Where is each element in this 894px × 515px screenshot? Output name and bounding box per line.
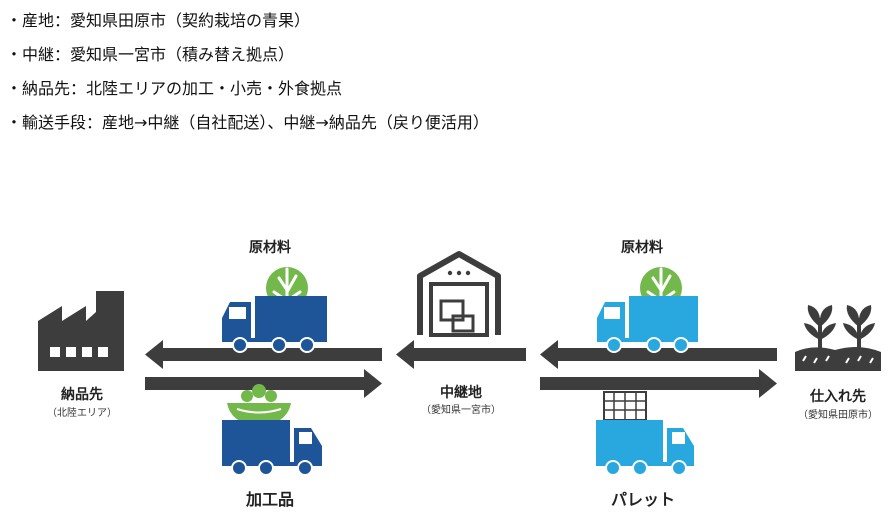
arrow-from-destination [145, 369, 382, 398]
bullet-destination: ・納品先：北陸エリアの加工・小売・外食拠点 [6, 79, 343, 98]
cargo-label-right-bottom: パレット [611, 490, 675, 509]
cargo-label-left-top: 原材料 [249, 239, 291, 256]
pallet-cage-icon [599, 384, 651, 421]
truck-pallet-right-icon [596, 420, 694, 476]
destination-label: 納品先 [61, 386, 103, 403]
cargo-label-right-top: 原材料 [621, 239, 663, 256]
relay-sublabel: （愛知県一宮市） [421, 403, 501, 416]
cargo-label-left-bottom: 加工品 [245, 490, 294, 509]
truck-raw-material-left-icon [222, 296, 327, 353]
relay-label: 中継地 [440, 384, 482, 401]
origin-sublabel: （愛知県田原市） [798, 408, 878, 421]
truck-raw-material-right-icon [597, 296, 698, 353]
bullet-list: ・産地：愛知県田原市（契約栽培の青果） ・中継：愛知県一宮市（積み替え拠点） ・… [6, 4, 489, 140]
warehouse-icon [417, 251, 501, 337]
arrow-to-origin [540, 369, 777, 398]
bullet-relay: ・中継：愛知県一宮市（積み替え拠点） [6, 45, 295, 64]
arrow-to-destination [145, 340, 382, 369]
arrow-to-relay [396, 340, 526, 369]
sprout-field-icon [795, 305, 881, 371]
destination-sublabel: （北陸エリア） [47, 406, 117, 419]
processed-food-bowl-icon [227, 384, 291, 426]
factory-icon [38, 291, 124, 371]
bullet-transport: ・輸送手段：産地→中継（自社配送）、中継→納品先（戻り便活用） [6, 113, 489, 132]
truck-processed-goods-right-icon [222, 420, 322, 476]
origin-label: 仕入れ先 [809, 388, 866, 405]
bullet-origin: ・産地：愛知県田原市（契約栽培の青果） [6, 11, 311, 30]
